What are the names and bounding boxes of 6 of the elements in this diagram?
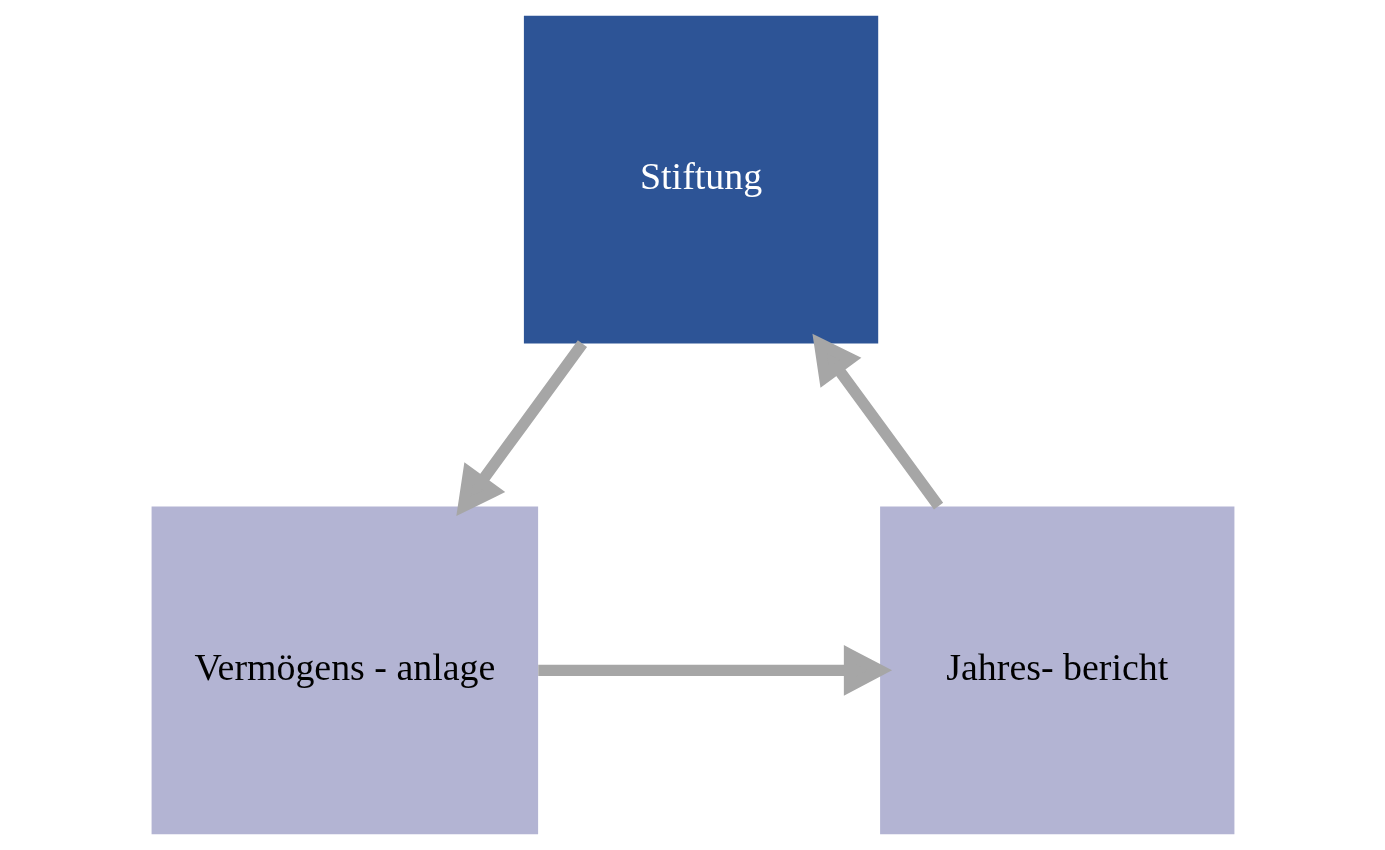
arrow <box>811 333 943 510</box>
node-box: Jahres- bericht <box>879 506 1234 835</box>
node-box: Stiftung <box>523 15 878 344</box>
node-box: Vermögens - anlage <box>151 506 538 835</box>
arrow <box>455 340 587 517</box>
arrow <box>537 645 892 696</box>
